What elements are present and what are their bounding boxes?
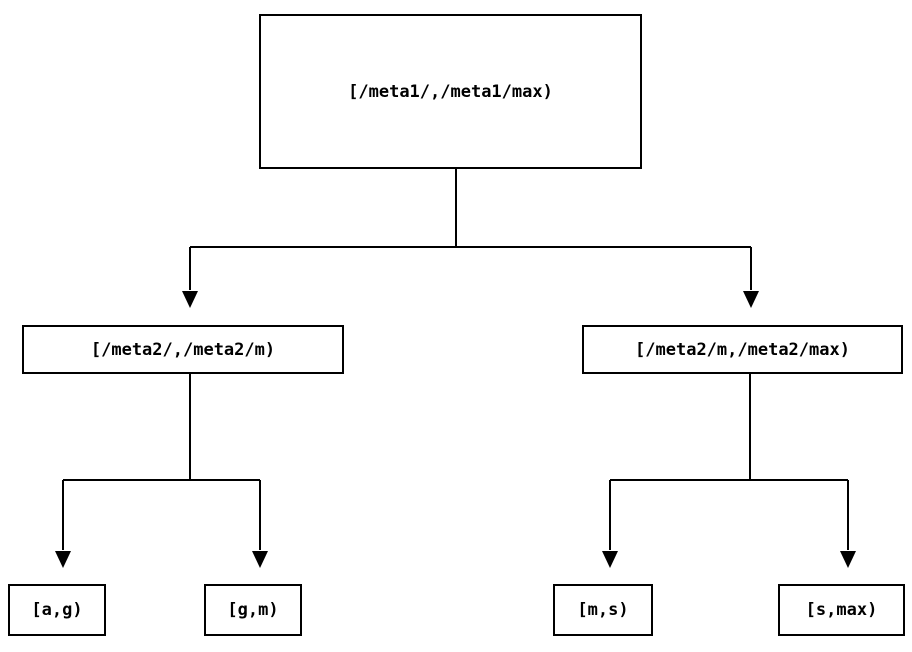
arrow-down-icon bbox=[252, 551, 268, 568]
tree-node-left-right: [g,m) bbox=[204, 584, 302, 636]
node-label: [m,s) bbox=[577, 600, 629, 620]
node-label: [a,g) bbox=[31, 600, 83, 620]
arrow-down-icon bbox=[602, 551, 618, 568]
arrow-down-icon bbox=[182, 291, 198, 308]
tree-node-root: [/meta1/,/meta1/max) bbox=[259, 14, 642, 169]
arrow-down-icon bbox=[840, 551, 856, 568]
node-label: [/meta1/,/meta1/max) bbox=[348, 81, 553, 102]
tree-node-right: [/meta2/m,/meta2/max) bbox=[582, 325, 903, 374]
node-label: [/meta2/m,/meta2/max) bbox=[635, 339, 850, 360]
node-label: [/meta2/,/meta2/m) bbox=[90, 339, 276, 360]
arrow-down-icon bbox=[743, 291, 759, 308]
tree-node-right-left: [m,s) bbox=[553, 584, 653, 636]
node-label: [g,m) bbox=[227, 600, 279, 620]
arrow-down-icon bbox=[55, 551, 71, 568]
tree-node-left: [/meta2/,/meta2/m) bbox=[22, 325, 344, 374]
tree-node-right-right: [s,max) bbox=[778, 584, 905, 636]
node-label: [s,max) bbox=[805, 600, 878, 620]
tree-node-left-left: [a,g) bbox=[8, 584, 106, 636]
